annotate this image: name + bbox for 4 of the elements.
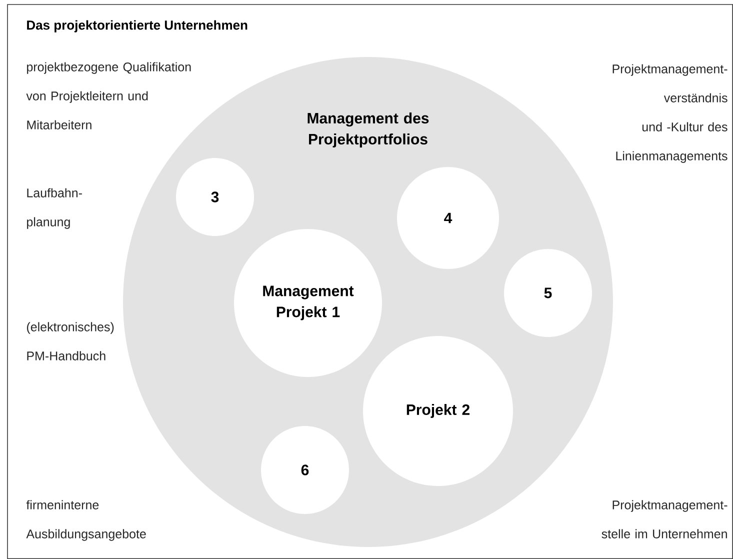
side-note: Laufbahn- planung bbox=[27, 188, 82, 229]
side-note: Projektmanagement- verständnis und -Kultur des Linienmanagements bbox=[612, 64, 728, 163]
side-note: (elektronisches) PM-Handbuch bbox=[26, 322, 114, 360]
diagram-title: Das projektorientierte Unternehmen bbox=[27, 20, 248, 32]
